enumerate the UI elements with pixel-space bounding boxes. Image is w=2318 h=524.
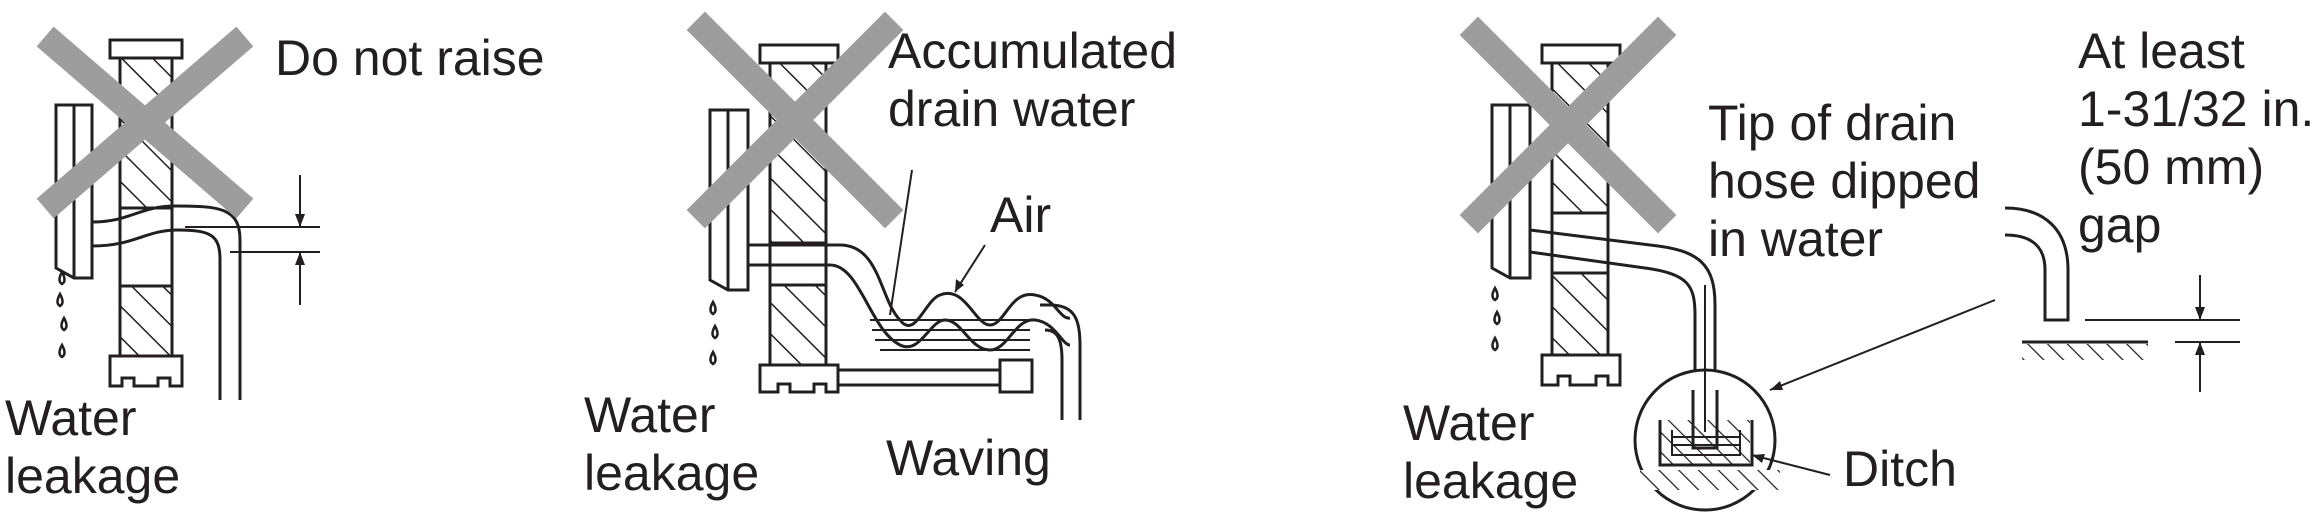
- label-do-not-raise: Do not raise: [275, 30, 545, 86]
- label-hose-dipped: hose dipped: [1708, 153, 1980, 209]
- label-at-least: At least: [2078, 23, 2245, 79]
- water-drips: [1491, 285, 1501, 352]
- gap-detail: At least 1-31/32 in. (50 mm) gap: [2004, 23, 2314, 392]
- panel-do-not-raise: Do not raise Water leakage: [5, 26, 545, 504]
- leader-circle: [1769, 299, 1996, 391]
- gap-dimension: [2085, 275, 2240, 392]
- label-in-water: in water: [1708, 211, 1883, 267]
- water-drips: [709, 299, 719, 366]
- prohibited-cross-icon: [686, 11, 904, 229]
- label-leakage: leakage: [1403, 453, 1578, 509]
- label-leakage: leakage: [5, 448, 180, 504]
- label-gap-inches: 1-31/32 in.: [2078, 81, 2314, 137]
- label-leakage: leakage: [584, 445, 759, 501]
- label-water: Water: [584, 387, 716, 443]
- prohibited-cross-icon: [1459, 16, 1677, 234]
- accumulated-water: [870, 319, 1030, 351]
- panel-tip-dipped: Tip of drain hose dipped in water Water …: [1403, 16, 1996, 512]
- label-air: Air: [990, 187, 1051, 243]
- label-gap-mm: (50 mm): [2078, 139, 2264, 195]
- leader-accumulated: [889, 169, 913, 316]
- label-gap: gap: [2078, 197, 2161, 253]
- gap-floor: [2022, 340, 2148, 360]
- ground-hatch: [1640, 470, 1780, 490]
- label-drain-water: drain water: [888, 81, 1135, 137]
- label-ditch: Ditch: [1843, 441, 1957, 497]
- hose-end: [2004, 206, 2070, 322]
- label-accumulated: Accumulated: [888, 23, 1177, 79]
- rise-dimension: [185, 175, 320, 305]
- panel-waving: Accumulated drain water Air Water leakag…: [584, 11, 1177, 501]
- drain-hose-raised: [91, 204, 242, 400]
- leader-ditch: [1751, 454, 1831, 476]
- label-water: Water: [5, 390, 137, 446]
- drain-hose-waving: [748, 243, 1082, 420]
- drain-hose: [1529, 228, 1717, 390]
- label-tip-of-drain: Tip of drain: [1708, 95, 1956, 151]
- label-waving: Waving: [886, 430, 1051, 486]
- floor-base: [838, 358, 1034, 394]
- label-water: Water: [1403, 395, 1535, 451]
- prohibited-cross-icon: [36, 26, 254, 219]
- water-drips: [56, 269, 68, 359]
